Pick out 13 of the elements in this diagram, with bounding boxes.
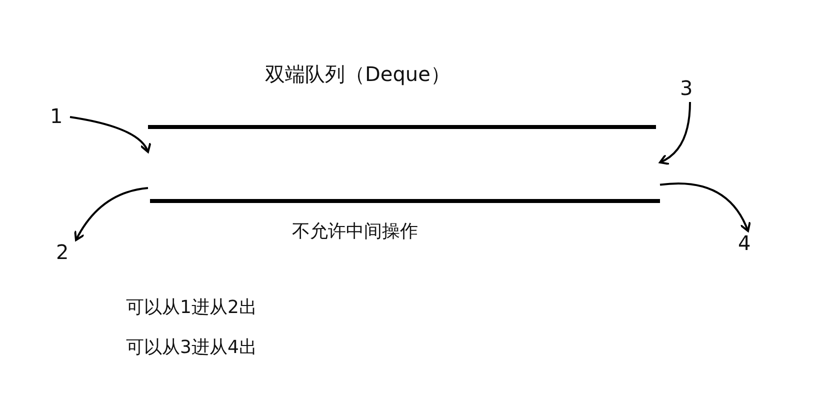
curved-arrow (70, 116, 150, 153)
end-number: 2 (56, 240, 76, 266)
deque-tube-drawing (148, 124, 660, 204)
curved-arrow (74, 187, 148, 241)
rule-text: 可以从3进从4出 (126, 336, 257, 360)
end-number: 1 (50, 104, 70, 130)
rule-text: 可以从1进从2出 (126, 296, 257, 320)
diagram-title: 双端队列（Deque） (265, 62, 450, 86)
end-number: 4 (738, 231, 758, 257)
curved-arrow (660, 182, 750, 232)
curved-arrow (659, 102, 691, 164)
end-number: 3 (680, 76, 700, 102)
note-text: 不允许中间操作 (292, 220, 418, 244)
